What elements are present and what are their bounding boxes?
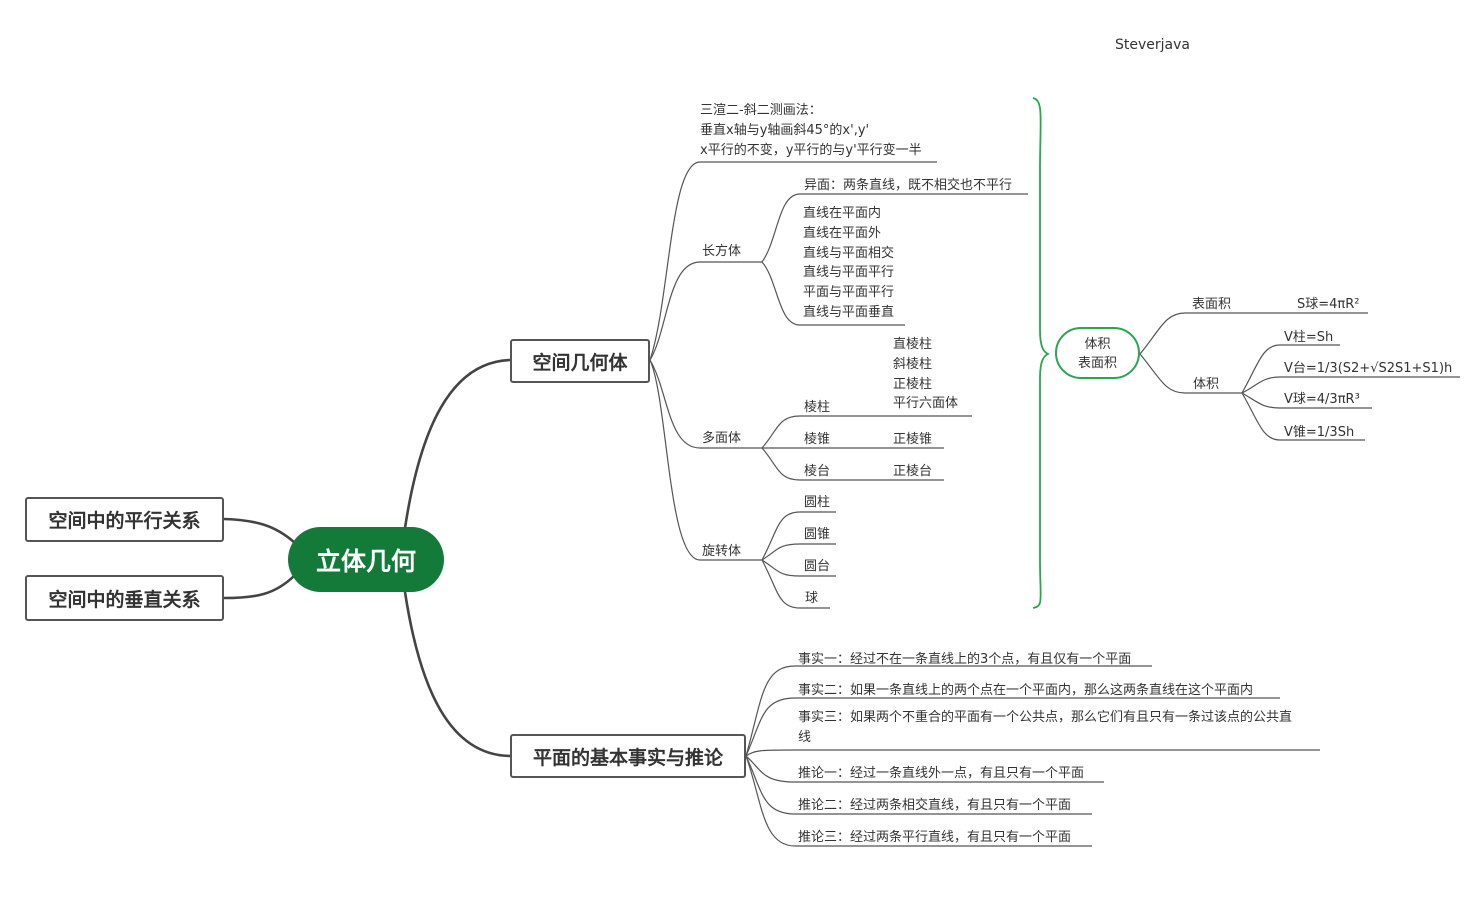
relation-item: 直线与平面相交	[803, 245, 895, 261]
node-corollary-3[interactable]: 推论三：经过两条平行直线，有且只有一个平面	[798, 830, 1072, 845]
connector-fact3	[745, 749, 1320, 757]
formula-pyramid-volume[interactable]: V锥=1/3Sh	[1284, 425, 1355, 440]
connector-root-perpendicular	[223, 574, 296, 600]
relation-item: 直线与平面平行	[803, 265, 895, 281]
drawing-line-2: 垂直x轴与y轴画斜45°的x',y'	[700, 122, 870, 138]
connector-fact2	[745, 697, 1280, 757]
relation-item: 直线在平面外	[803, 225, 882, 241]
connector-drawing	[649, 161, 937, 361]
root-node[interactable]: 立体几何	[288, 527, 444, 592]
node-skew-lines[interactable]: 异面：两条直线，既不相交也不平行	[804, 178, 1013, 193]
node-corollary-1[interactable]: 推论一：经过一条直线外一点，有且只有一个平面	[798, 766, 1085, 781]
drawing-line-1: 三渲二-斜二测画法：	[700, 103, 822, 118]
node-line-plane-relations[interactable]: 直线在平面内 直线在平面外 直线与平面相交 直线与平面平行 平面与平面平行 直线…	[803, 204, 894, 323]
relation-item: 直线与平面垂直	[803, 304, 895, 320]
drawing-method-text[interactable]: 三渲二-斜二测画法： 垂直x轴与y轴画斜45°的x',y' x平行的不变，y平行…	[700, 101, 922, 160]
node-fact-1[interactable]: 事实一：经过不在一条直线上的3个点，有且仅有一个平面	[798, 652, 1132, 667]
node-plane-facts[interactable]: 平面的基本事实与推论	[510, 734, 746, 778]
connector-cor2	[745, 755, 1092, 815]
node-volume[interactable]: 体积	[1193, 377, 1220, 392]
formula-sphere-volume[interactable]: V球=4/3πR³	[1284, 392, 1360, 407]
node-prism-types[interactable]: 直棱柱 斜棱柱 正棱柱 平行六面体	[893, 335, 958, 414]
connector-polyhedron	[649, 359, 762, 449]
connector-root-parallel	[223, 517, 296, 544]
node-corollary-2[interactable]: 推论二：经过两条相交直线，有且只有一个平面	[798, 798, 1072, 813]
connector-cor1	[745, 755, 1104, 783]
formula-frustum-volume[interactable]: V台=1/3(S2+√S2S1+S1)h	[1284, 361, 1453, 376]
prism-type: 斜棱柱	[893, 356, 933, 372]
connector-v3	[1241, 392, 1372, 409]
connector-relations	[761, 261, 905, 326]
node-rotation-solid[interactable]: 旋转体	[702, 544, 742, 559]
connector-fact1	[745, 665, 1152, 757]
node-parallel-relations[interactable]: 空间中的平行关系	[25, 497, 224, 542]
connector-prism	[761, 415, 972, 449]
connector-root-plane	[403, 591, 511, 758]
node-surface-area[interactable]: 表面积	[1192, 297, 1232, 312]
node-sphere[interactable]: 球	[805, 591, 819, 606]
connector-sphere	[761, 559, 830, 609]
prism-type: 平行六面体	[893, 396, 959, 412]
oval-line-surface: 表面积	[1077, 356, 1117, 371]
oval-line-volume: 体积	[1084, 337, 1111, 352]
connector-v4	[1241, 392, 1365, 441]
fact-3-line-1: 事实三：如果两个不重合的平面有一个公共点，那么它们有且只有一条过该点的公共直	[798, 710, 1293, 725]
relation-item: 平面与平面平行	[803, 285, 895, 301]
node-pyramid[interactable]: 棱锥	[804, 432, 831, 447]
connector-oval-volume	[1139, 353, 1242, 394]
prism-type: 正棱柱	[893, 376, 933, 392]
node-prism[interactable]: 棱柱	[804, 400, 831, 415]
fact-3-line-2: 线	[798, 729, 812, 745]
node-regular-pyramid[interactable]: 正棱锥	[893, 432, 933, 447]
node-volume-surface[interactable]: 体积 表面积	[1055, 327, 1140, 379]
node-space-solids[interactable]: 空间几何体	[510, 339, 650, 383]
drawing-line-3: x平行的不变，y平行的与y'平行变一半	[700, 142, 922, 158]
connector-cor3	[745, 755, 1092, 847]
node-regular-frustum[interactable]: 正棱台	[893, 464, 933, 479]
node-cylinder[interactable]: 圆柱	[804, 495, 831, 510]
connector-skew	[761, 193, 1028, 263]
node-cone[interactable]: 圆锥	[804, 527, 831, 542]
formula-prism-volume[interactable]: V柱=Sh	[1284, 330, 1334, 345]
connector-v1	[1241, 344, 1340, 394]
summary-brace	[1032, 97, 1051, 609]
node-round-frustum[interactable]: 圆台	[804, 559, 831, 574]
connector-oval-surface	[1139, 312, 1368, 355]
watermark-text: Steverjava	[1115, 37, 1190, 53]
connector-cone	[761, 543, 836, 561]
formula-sphere-surface[interactable]: S球=4πR²	[1297, 297, 1360, 312]
node-cuboid[interactable]: 长方体	[702, 244, 742, 259]
node-fact-3[interactable]: 事实三：如果两个不重合的平面有一个公共点，那么它们有且只有一条过该点的公共直 线	[798, 708, 1292, 748]
connector-v2	[1241, 376, 1460, 394]
connector-root-space	[403, 358, 511, 529]
connector-frustum	[761, 447, 944, 481]
node-polyhedron[interactable]: 多面体	[702, 431, 742, 446]
connector-frustum-round	[761, 559, 836, 577]
node-frustum[interactable]: 棱台	[804, 464, 831, 479]
node-perpendicular-relations[interactable]: 空间中的垂直关系	[25, 575, 224, 621]
connector-cylinder	[761, 511, 836, 561]
connector-cuboid	[649, 261, 762, 361]
connector-rotation	[649, 359, 762, 561]
prism-type: 直棱柱	[893, 337, 933, 352]
relation-item: 直线在平面内	[803, 206, 882, 221]
node-fact-2[interactable]: 事实二：如果一条直线上的两个点在一个平面内，那么这两条直线在这个平面内	[798, 683, 1254, 698]
